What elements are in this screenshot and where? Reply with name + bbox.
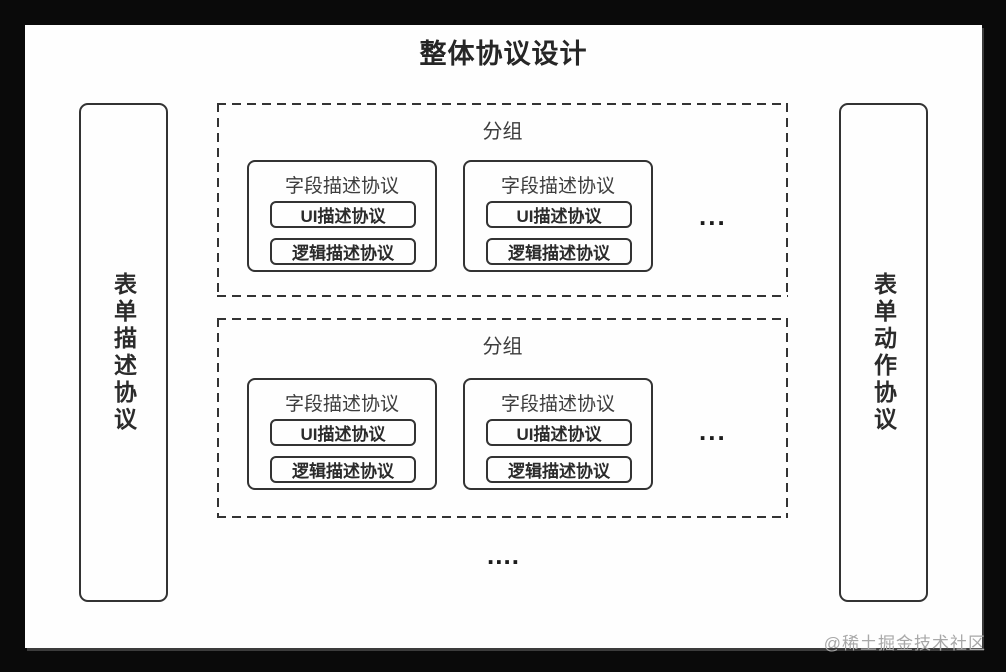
diagram-title: 整体协议设计 (419, 39, 588, 69)
group-2-more-fields-ellipsis: ... (699, 416, 727, 446)
group-1-more-fields-ellipsis: ... (699, 201, 727, 231)
more-groups-ellipsis: .... (487, 540, 520, 570)
group-1-field-protocol-box-2: 字段描述协议 UI描述协议 逻辑描述协议 (463, 160, 653, 272)
logic-protocol-box: 逻辑描述协议 (270, 238, 416, 265)
form-description-protocol-box: 表单描述协议 (79, 103, 168, 602)
group-2-label: 分组 (482, 336, 523, 358)
watermark-text: @稀土掘金技术社区 (823, 634, 986, 653)
logic-protocol-box: 逻辑描述协议 (486, 238, 632, 265)
group-2-field-protocol-box-1: 字段描述协议 UI描述协议 逻辑描述协议 (247, 378, 437, 490)
ui-protocol-box: UI描述协议 (270, 419, 416, 446)
logic-protocol-box: 逻辑描述协议 (270, 456, 416, 483)
logic-protocol-box: 逻辑描述协议 (486, 456, 632, 483)
ui-protocol-box: UI描述协议 (486, 201, 632, 228)
diagram-canvas: 整体协议设计 表单描述协议 表单动作协议 分组 字段描述协议 UI描述协议 逻辑… (25, 25, 982, 648)
group-2-field-protocol-box-2: 字段描述协议 UI描述协议 逻辑描述协议 (463, 378, 653, 490)
field-protocol-label: 字段描述协议 (284, 394, 399, 415)
form-action-protocol-box: 表单动作协议 (839, 103, 928, 602)
ui-protocol-box: UI描述协议 (270, 201, 416, 228)
field-protocol-label: 字段描述协议 (500, 394, 615, 415)
group-1-label: 分组 (482, 121, 523, 143)
form-action-protocol-label: 表单动作协议 (870, 271, 897, 434)
group-box-2: 分组 字段描述协议 UI描述协议 逻辑描述协议 字段描述协议 UI描述协议 逻辑… (217, 318, 788, 518)
field-protocol-label: 字段描述协议 (500, 176, 615, 197)
group-box-1: 分组 字段描述协议 UI描述协议 逻辑描述协议 字段描述协议 UI描述协议 逻辑… (217, 103, 788, 297)
group-1-field-protocol-box-1: 字段描述协议 UI描述协议 逻辑描述协议 (247, 160, 437, 272)
field-protocol-label: 字段描述协议 (284, 176, 399, 197)
ui-protocol-box: UI描述协议 (486, 419, 632, 446)
form-description-protocol-label: 表单描述协议 (110, 271, 137, 434)
